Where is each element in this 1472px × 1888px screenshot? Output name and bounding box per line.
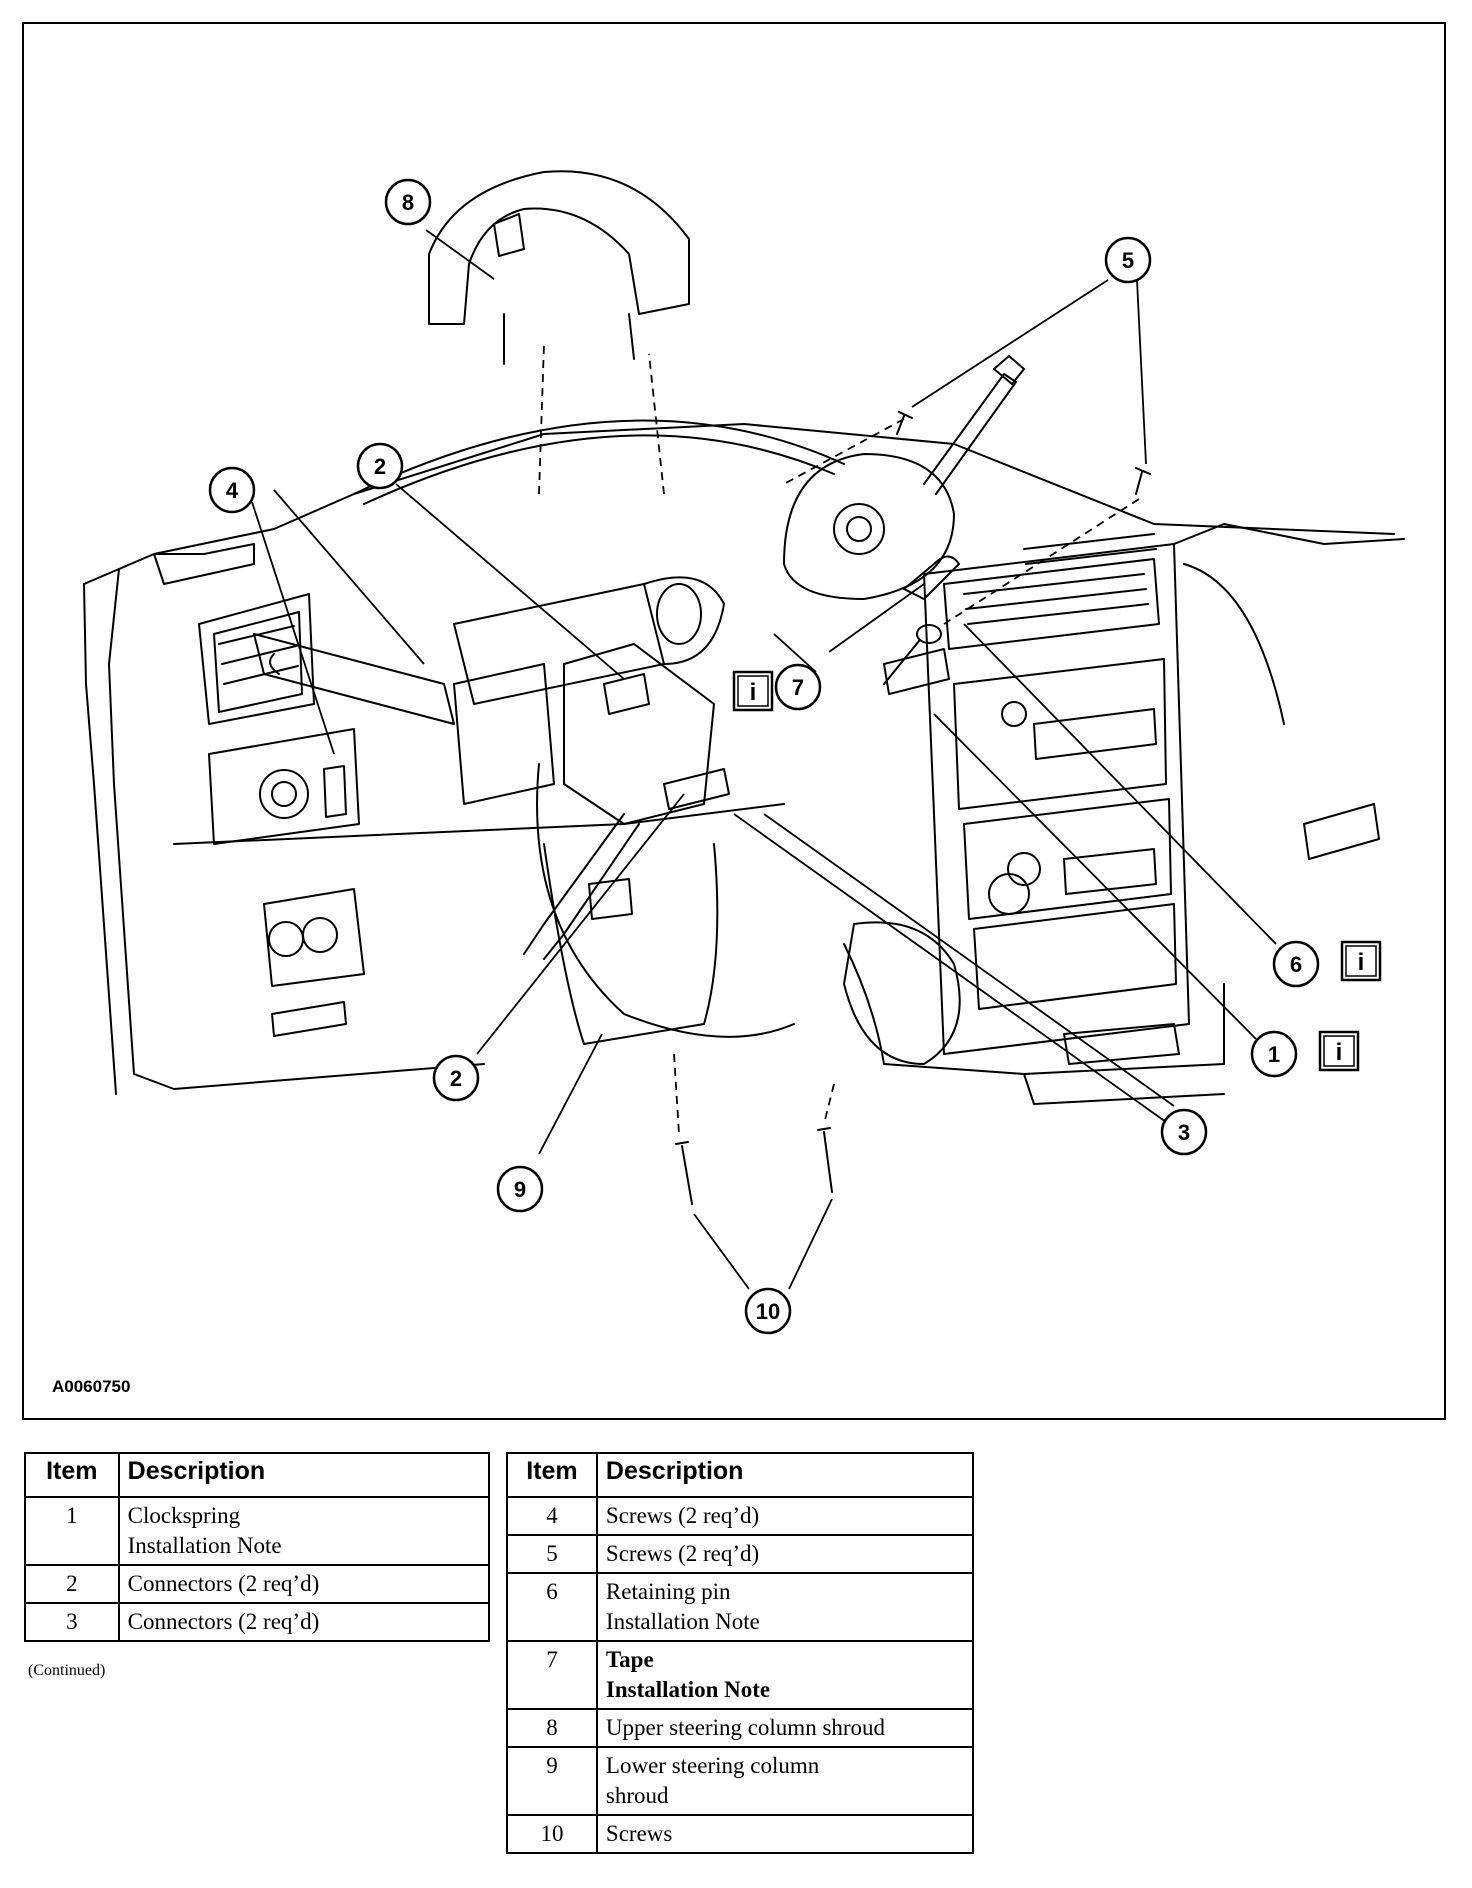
info-glyph: i — [1358, 949, 1365, 976]
callout-label: 3 — [1178, 1120, 1190, 1145]
leader-5a — [911, 279, 1109, 408]
table-row: 4 Screws (2 req’d) — [506, 1496, 975, 1536]
callout-c9: 9 — [496, 1165, 544, 1213]
steering-column-illustration: 8 5 2 4 7 6 1 2 3 9 10 i i i — [83, 170, 1405, 1335]
table-row: 10 Screws — [506, 1814, 975, 1854]
callout-label: 8 — [402, 190, 414, 215]
item-description: Lower steering column shroud — [595, 1746, 975, 1816]
item-number: 5 — [506, 1534, 598, 1574]
leader-9 — [538, 1033, 603, 1155]
leader-10a — [693, 1213, 750, 1290]
header-item: Item — [24, 1452, 120, 1498]
info-glyph: i — [1336, 1039, 1343, 1066]
leader-3a — [733, 813, 1167, 1123]
item-number: 6 — [506, 1572, 598, 1642]
description-line: Screws (2 req’d) — [605, 1541, 760, 1566]
description-line: Retaining pin — [605, 1579, 731, 1604]
callout-c8: 8 — [384, 178, 432, 226]
description-line: Screws — [605, 1821, 673, 1846]
callout-label: 4 — [226, 478, 239, 503]
table-row: 5 Screws (2 req’d) — [506, 1534, 975, 1574]
exploded-view-figure: 8 5 2 4 7 6 1 2 3 9 10 i i i A0060750 — [22, 22, 1446, 1420]
item-number: 2 — [24, 1564, 120, 1604]
description-line: Tape — [605, 1647, 654, 1672]
table-row: 8 Upper steering column shroud — [506, 1708, 975, 1748]
item-number: 4 — [506, 1496, 598, 1536]
callout-label: 5 — [1122, 248, 1134, 273]
table-row: 9 Lower steering column shroud — [506, 1746, 975, 1816]
leader-1 — [933, 713, 1257, 1040]
item-number: 3 — [24, 1602, 120, 1642]
leader-3b — [763, 813, 1175, 1107]
info-box-icon: i — [732, 670, 774, 712]
item-description: Connectors (2 req’d) — [117, 1564, 491, 1604]
callout-c2b: 2 — [432, 1054, 480, 1102]
table-row: 3 Connectors (2 req’d) — [24, 1602, 491, 1642]
callout-c2a: 2 — [356, 442, 404, 490]
description-line: shroud — [605, 1783, 669, 1808]
callout-label: 6 — [1290, 952, 1302, 977]
info-glyph: i — [750, 679, 757, 706]
item-number: 8 — [506, 1708, 598, 1748]
info-box-icon: i — [1340, 940, 1382, 982]
description-line: Installation Note — [605, 1677, 771, 1702]
callout-label: 2 — [450, 1066, 462, 1091]
callout-c4: 4 — [208, 466, 256, 514]
callout-label: 2 — [374, 454, 386, 479]
continued-note: (Continued) — [28, 1662, 106, 1679]
callout-c5: 5 — [1104, 236, 1152, 284]
description-line: Clockspring — [127, 1503, 241, 1528]
item-number: 7 — [506, 1640, 598, 1710]
item-description: Upper steering column shroud — [595, 1708, 975, 1748]
leader-10b — [788, 1198, 833, 1290]
info-box-icon: i — [1318, 1030, 1360, 1072]
leader-2a — [395, 483, 625, 680]
leader-7a — [773, 633, 817, 673]
description-line: Connectors (2 req’d) — [127, 1571, 320, 1596]
item-number: 9 — [506, 1746, 598, 1816]
header-description: Description — [595, 1452, 975, 1498]
leader-2b — [476, 793, 685, 1055]
callout-c10: 10 — [744, 1287, 792, 1335]
leader-4b — [273, 489, 425, 665]
callout-label: 7 — [792, 675, 804, 700]
figure-id: A0060750 — [52, 1377, 131, 1396]
description-line: Screws (2 req’d) — [605, 1503, 760, 1528]
callout-c6: 6 — [1272, 940, 1320, 988]
item-description: Connectors (2 req’d) — [117, 1602, 491, 1642]
header-item: Item — [506, 1452, 598, 1498]
header-description: Description — [117, 1452, 491, 1498]
instrument-panel-outline — [83, 423, 1395, 585]
callout-c1: 1 — [1250, 1030, 1298, 1078]
item-description: Screws (2 req’d) — [595, 1534, 975, 1574]
item-number: 10 — [506, 1814, 598, 1854]
description-line: Installation Note — [127, 1533, 282, 1558]
leader-6 — [963, 623, 1277, 945]
callout-label: 1 — [1268, 1042, 1280, 1067]
callout-c7: 7 — [774, 663, 822, 711]
description-line: Lower steering column — [605, 1753, 820, 1778]
callout-c3: 3 — [1160, 1108, 1208, 1156]
item-description: Screws — [595, 1814, 975, 1854]
leader-7b — [828, 583, 925, 653]
item-description: Screws (2 req’d) — [595, 1496, 975, 1536]
callout-label: 9 — [514, 1177, 526, 1202]
callout-label: 10 — [756, 1299, 780, 1324]
description-line: Installation Note — [605, 1609, 760, 1634]
description-line: Connectors (2 req’d) — [127, 1609, 320, 1634]
description-line: Upper steering column shroud — [605, 1715, 886, 1740]
leader-5b — [1136, 279, 1147, 465]
table-row: 2 Connectors (2 req’d) — [24, 1564, 491, 1604]
item-number: 1 — [24, 1496, 120, 1566]
leader-4a — [251, 501, 335, 755]
leader-8 — [425, 229, 495, 280]
